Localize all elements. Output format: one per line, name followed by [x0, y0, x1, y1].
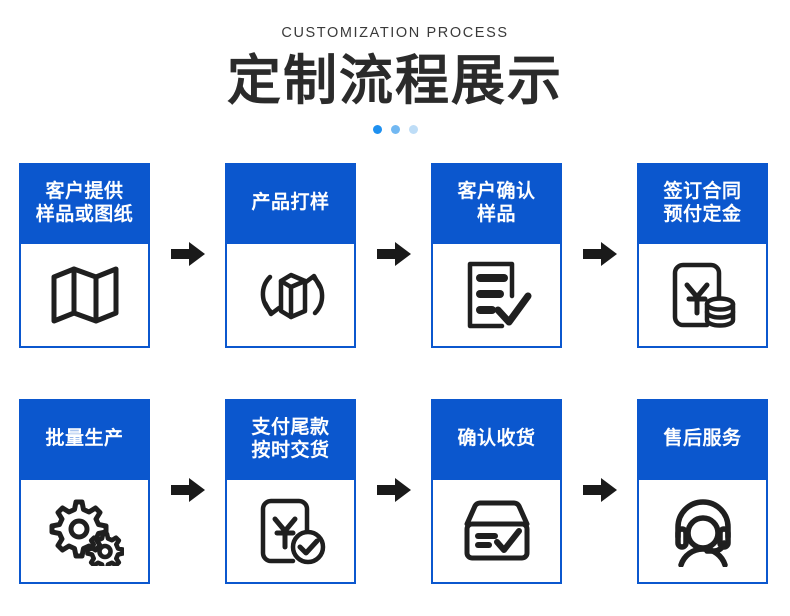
- arrow-right-icon: [376, 242, 411, 266]
- step-card-4[interactable]: 签订合同 预付定金: [637, 163, 768, 348]
- step-card-1-label-line-2: 样品或图纸: [35, 204, 134, 225]
- page-eyebrow: CUSTOMIZATION PROCESS: [281, 25, 509, 41]
- flow-arrow-2: [356, 163, 431, 348]
- document-check-icon: [458, 256, 536, 334]
- step-card-3-label-line-1: 客户确认: [457, 180, 536, 202]
- step-card-5-label-line-1: 批量生产: [45, 428, 124, 450]
- arrow-right-icon: [170, 242, 205, 266]
- step-card-8[interactable]: 售后服务: [637, 399, 768, 584]
- step-card-2[interactable]: 产品打样: [225, 163, 356, 348]
- flow-arrow-4: [150, 399, 225, 584]
- step-card-7-label-line-1: 确认收货: [457, 428, 536, 450]
- step-card-6-body: [227, 480, 354, 582]
- yuan-document-coins-icon: [664, 256, 742, 334]
- step-card-5[interactable]: 批量生产: [19, 399, 150, 584]
- dot-medium: [390, 125, 400, 135]
- step-card-7[interactable]: 确认收货: [431, 399, 562, 584]
- arrow-right-icon: [582, 242, 617, 266]
- step-card-3-body: [433, 244, 560, 346]
- process-row-1: 客户提供 样品或图纸 产品打样: [19, 163, 771, 348]
- step-card-1-body: [21, 244, 148, 346]
- step-card-3-header: 客户确认 样品: [431, 163, 562, 244]
- step-card-1-label-line-1: 客户提供: [45, 180, 124, 202]
- step-card-4-body: [639, 244, 766, 346]
- flow-arrow-1: [150, 163, 225, 348]
- step-card-5-body: [21, 480, 148, 582]
- step-card-2-label-line-1: 产品打样: [251, 192, 330, 214]
- step-card-7-body: [433, 480, 560, 582]
- package-check-icon: [458, 492, 536, 570]
- step-card-2-body: [227, 244, 354, 346]
- folded-map-icon: [46, 256, 124, 334]
- step-card-8-header: 售后服务: [637, 399, 768, 480]
- flow-arrow-5: [356, 399, 431, 584]
- step-card-8-body: [639, 480, 766, 582]
- step-card-7-header: 确认收货: [431, 399, 562, 480]
- step-card-4-header: 签订合同 预付定金: [637, 163, 768, 244]
- arrow-right-icon: [582, 478, 617, 502]
- decorative-dots: [0, 125, 790, 135]
- box-refresh-icon: [252, 256, 330, 334]
- page-header: CUSTOMIZATION PROCESS 定制流程展示: [0, 0, 790, 135]
- step-card-6-label-line-2: 按时交货: [251, 440, 330, 461]
- step-card-2-header: 产品打样: [225, 163, 356, 244]
- yuan-document-check-icon: [252, 492, 330, 570]
- step-card-6[interactable]: 支付尾款 按时交货: [225, 399, 356, 584]
- step-card-8-label-line-1: 售后服务: [663, 428, 742, 450]
- gears-icon: [46, 492, 124, 570]
- step-card-6-label-line-1: 支付尾款: [251, 416, 330, 438]
- process-row-2: 批量生产 支付尾款 按时交货: [19, 399, 771, 584]
- step-card-4-label-line-1: 签订合同: [663, 180, 742, 202]
- step-card-5-header: 批量生产: [19, 399, 150, 480]
- flow-arrow-6: [562, 399, 637, 584]
- dot-active: [372, 125, 382, 135]
- step-card-3-label-line-2: 样品: [476, 204, 516, 225]
- arrow-right-icon: [170, 478, 205, 502]
- headset-support-icon: [664, 492, 742, 570]
- flow-arrow-3: [562, 163, 637, 348]
- step-card-1-header: 客户提供 样品或图纸: [19, 163, 150, 244]
- arrow-right-icon: [376, 478, 411, 502]
- step-card-6-header: 支付尾款 按时交货: [225, 399, 356, 480]
- page-title: 定制流程展示: [227, 50, 563, 111]
- process-flow: 客户提供 样品或图纸 产品打样: [19, 163, 771, 584]
- step-card-4-label-line-2: 预付定金: [663, 204, 742, 225]
- dot-light: [408, 125, 418, 135]
- step-card-3[interactable]: 客户确认 样品: [431, 163, 562, 348]
- step-card-1[interactable]: 客户提供 样品或图纸: [19, 163, 150, 348]
